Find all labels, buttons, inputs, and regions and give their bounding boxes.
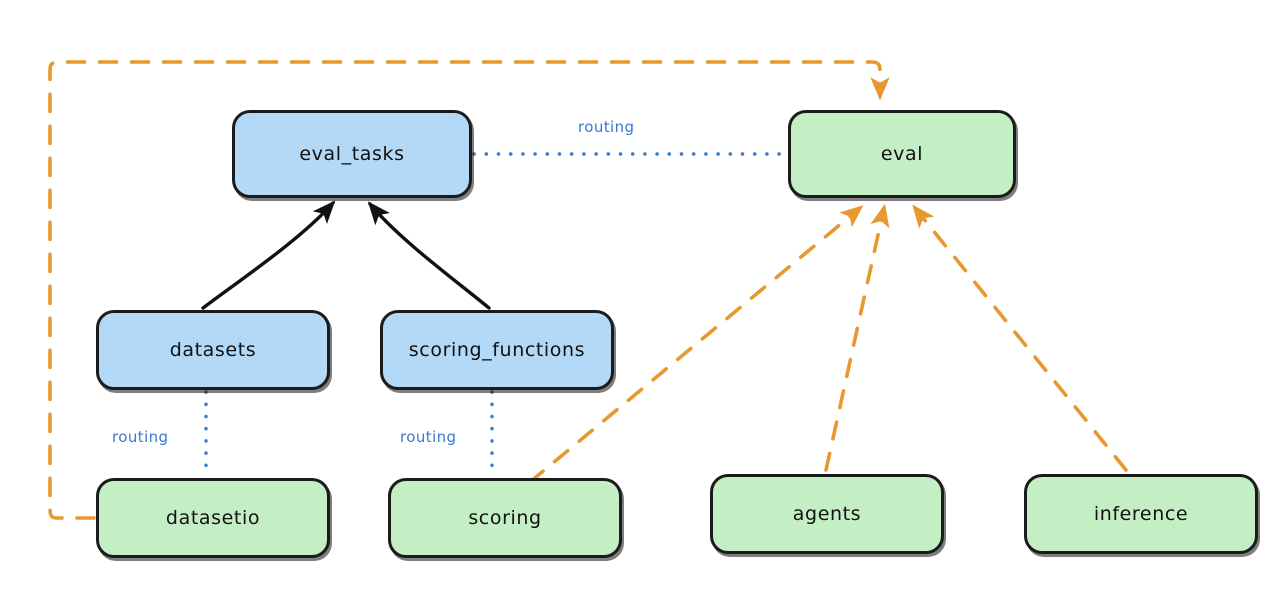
edge-inference-to-eval <box>912 204 1128 472</box>
edge-label-routing-datasets-datasetio: routing <box>112 428 169 446</box>
edge-scoring-to-eval <box>528 205 864 484</box>
node-eval[interactable]: eval <box>788 110 1016 198</box>
node-agents[interactable]: agents <box>710 474 944 554</box>
node-label: scoring <box>468 507 542 529</box>
edge-label-routing-scoring-functions-scoring: routing <box>400 428 457 446</box>
node-label: eval <box>880 143 924 165</box>
node-scoring-functions[interactable]: scoring_functions <box>380 310 614 390</box>
node-label: datasetio <box>165 507 261 529</box>
node-scoring[interactable]: scoring <box>388 478 622 558</box>
edge-scoring_functions-to-eval_tasks <box>367 201 491 310</box>
node-label: eval_tasks <box>299 143 405 165</box>
node-label: agents <box>792 503 862 525</box>
node-label: scoring_functions <box>408 339 586 361</box>
node-eval-tasks[interactable]: eval_tasks <box>232 110 472 198</box>
edge-label-routing-eval-tasks-eval: routing <box>578 118 635 136</box>
node-label: inference <box>1093 503 1189 525</box>
node-inference[interactable]: inference <box>1024 474 1258 554</box>
node-label: datasets <box>169 339 257 361</box>
edge-datasets-to-eval_tasks <box>201 200 336 310</box>
node-datasets[interactable]: datasets <box>96 310 330 390</box>
edge-agents-to-eval <box>824 203 890 472</box>
edge-datasetio-to-eval <box>48 60 890 520</box>
node-datasetio[interactable]: datasetio <box>96 478 330 558</box>
